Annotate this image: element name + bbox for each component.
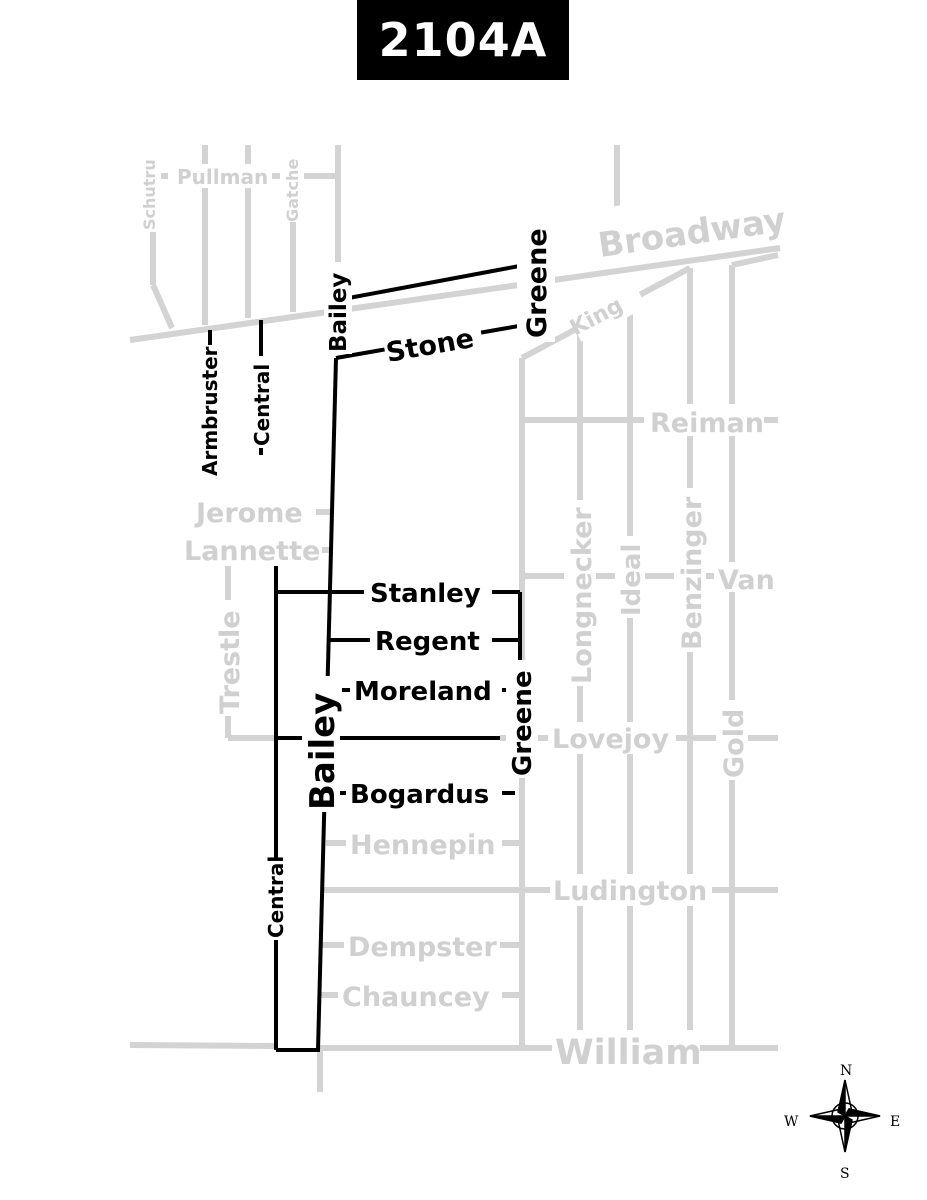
label-greene-north: Greene — [522, 228, 553, 338]
label-central-south: Central — [264, 856, 288, 938]
label-trestle: Trestle — [215, 610, 246, 714]
background-labels: Schutru Pullman Gatche Broadway King Rei… — [139, 140, 788, 1073]
label-gold: Gold — [719, 709, 750, 778]
compass-east-label: E — [890, 1114, 900, 1130]
compass-west-label: W — [784, 1114, 799, 1130]
compass-icon — [809, 1079, 881, 1153]
label-william: William — [555, 1033, 702, 1073]
label-benzinger: Benzinger — [677, 496, 708, 650]
compass-rose: N S E W — [784, 1063, 900, 1182]
label-reiman: Reiman — [650, 408, 764, 439]
label-armbruster: Armbruster — [198, 346, 222, 476]
label-pullman: Pullman — [177, 165, 268, 189]
label-regent: Regent — [375, 627, 480, 657]
label-dempster: Dempster — [348, 932, 497, 963]
label-stanley: Stanley — [370, 579, 481, 609]
label-central-north: Central — [250, 364, 274, 446]
label-bogardus: Bogardus — [350, 780, 489, 810]
label-hennepin: Hennepin — [350, 830, 495, 861]
label-moreland: Moreland — [354, 677, 492, 707]
street-broadway — [129, 245, 781, 343]
label-schutrum: Schutru — [140, 159, 159, 230]
street-gold-north — [731, 252, 779, 268]
route-number-badge: 2104A — [357, 0, 569, 80]
label-bailey-south: Bailey — [303, 693, 343, 810]
route-labels: Greene Bailey Stone Armbruster Central S… — [196, 222, 555, 940]
label-ideal: Ideal — [617, 544, 647, 616]
label-ludington: Ludington — [553, 876, 707, 907]
street-schutrum-bend — [150, 283, 175, 330]
label-gatchell: Gatche — [283, 159, 302, 222]
label-lovejoy: Lovejoy — [552, 724, 669, 755]
street-william-west — [129, 1042, 277, 1049]
compass-south-label: S — [840, 1166, 850, 1182]
compass-north-label: N — [840, 1063, 852, 1079]
label-bailey-north: Bailey — [326, 273, 352, 352]
label-longnecker: Longnecker — [567, 507, 598, 684]
label-greene-south: Greene — [508, 670, 538, 776]
route-broadway — [337, 262, 531, 302]
label-chauncey: Chauncey — [342, 982, 490, 1013]
label-van: Van — [718, 565, 775, 596]
label-lannette: Lannette — [184, 536, 320, 567]
label-jerome: Jerome — [194, 498, 303, 529]
